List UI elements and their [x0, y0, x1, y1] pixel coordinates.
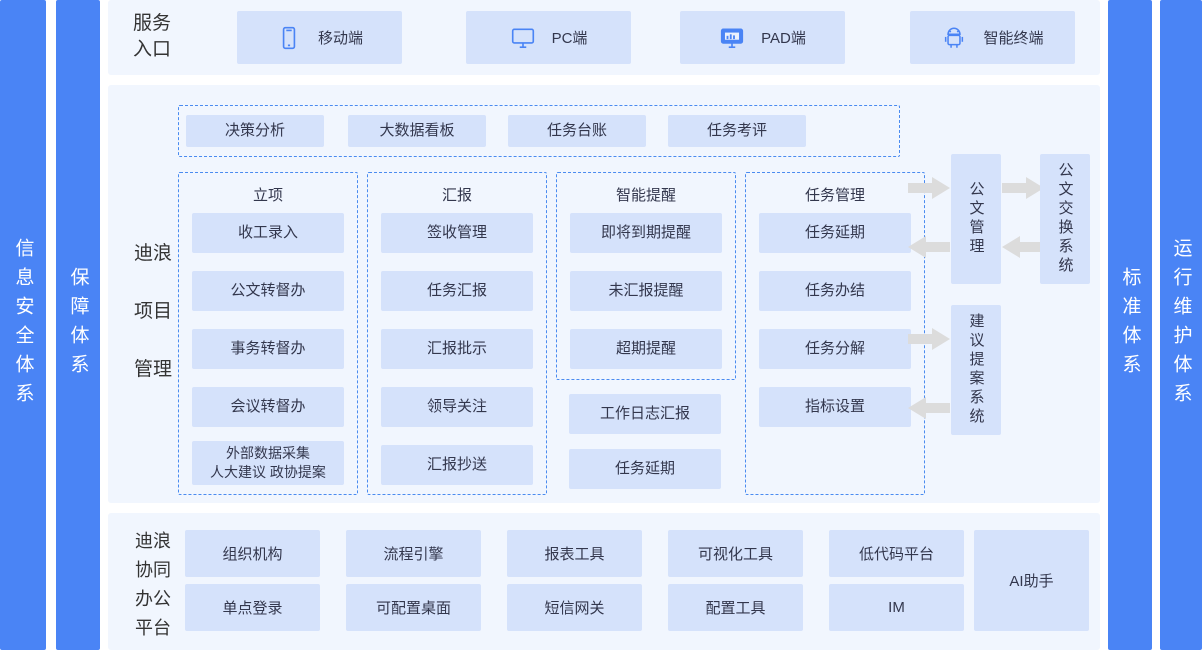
- column-item-outside[interactable]: 任务延期: [569, 449, 721, 489]
- service-entry-label: 服务 入口: [132, 13, 171, 60]
- column-item[interactable]: 任务分解: [759, 329, 911, 369]
- platform-chip[interactable]: 可视化工具: [668, 530, 803, 577]
- android-robot-icon: [941, 25, 967, 51]
- column-item[interactable]: 汇报抄送: [381, 445, 533, 485]
- analytics-chip-task-review[interactable]: 任务考评: [668, 115, 806, 147]
- service-card-label: PC端: [551, 30, 588, 47]
- column-head: 汇报: [441, 187, 472, 204]
- column-item[interactable]: 指标设置: [759, 387, 911, 427]
- column-smart-reminder: 智能提醒 即将到期提醒 未汇报提醒 超期提醒: [556, 172, 736, 380]
- column-item[interactable]: 超期提醒: [570, 329, 722, 369]
- platform-chip[interactable]: 可配置桌面: [346, 584, 481, 631]
- column-reporting: 汇报 签收管理 任务汇报 汇报批示 领导关注 汇报抄送: [367, 172, 547, 495]
- platform-chip[interactable]: 流程引擎: [346, 530, 481, 577]
- platform-label: 迪浪 协同 办公 平台: [135, 531, 171, 638]
- column-item[interactable]: 会议转督办: [192, 387, 344, 427]
- column-head: 任务管理: [804, 187, 865, 204]
- column-head: 立项: [252, 187, 283, 204]
- arrow-left-from-proposal-system: [908, 397, 950, 419]
- arrow-left-exchange-to-doc-mgmt: [1002, 236, 1044, 258]
- system-box-document-exchange[interactable]: 公文交换系统: [1040, 154, 1090, 284]
- collaborative-office-platform-panel: 迪浪 协同 办公 平台 组织机构 流程引擎 报表工具 可视化工具 低代码平台 单…: [108, 513, 1100, 650]
- analytics-chip-task-ledger[interactable]: 任务台账: [508, 115, 646, 147]
- sidebar-ops-maintenance-system: 运行维护体系: [1160, 0, 1202, 650]
- platform-chip[interactable]: 低代码平台: [829, 530, 964, 577]
- column-item[interactable]: 汇报批示: [381, 329, 533, 369]
- service-entry-panel: 服务 入口 移动端 PC端: [108, 0, 1100, 75]
- sidebar-guarantee-system: 保障体系: [56, 0, 100, 650]
- sidebar-standard-system: 标准体系: [1108, 0, 1152, 650]
- column-item[interactable]: 事务转督办: [192, 329, 344, 369]
- project-management-panel: 迪浪 项目 管理 决策分析 大数据看板 任务台账 任务考评 立项 收工录入 公文…: [108, 85, 1100, 503]
- column-item[interactable]: 外部数据采集 人大建议 政协提案: [192, 441, 344, 485]
- platform-chip[interactable]: 配置工具: [668, 584, 803, 631]
- column-project-initiation: 立项 收工录入 公文转督办 事务转督办 会议转督办 外部数据采集 人大建议 政协…: [178, 172, 358, 495]
- arrow-right-to-doc-mgmt: [908, 177, 950, 199]
- pad-chart-monitor-icon: [719, 25, 745, 51]
- column-head: 智能提醒: [615, 187, 676, 204]
- platform-chip[interactable]: 组织机构: [185, 530, 320, 577]
- service-card-label: 移动端: [317, 30, 363, 47]
- platform-chip-ai-assistant[interactable]: AI助手: [974, 530, 1089, 631]
- column-task-management: 任务管理 任务延期 任务办结 任务分解 指标设置: [745, 172, 925, 495]
- analytics-chip-bigdata[interactable]: 大数据看板: [348, 115, 486, 147]
- service-card-label: PAD端: [761, 30, 806, 47]
- column-item[interactable]: 未汇报提醒: [570, 271, 722, 311]
- arrow-right-to-proposal-system: [908, 328, 950, 350]
- column-item[interactable]: 任务办结: [759, 271, 911, 311]
- system-box-proposal-suggestion[interactable]: 建议提案系统: [951, 305, 1001, 435]
- column-item[interactable]: 任务汇报: [381, 271, 533, 311]
- column-item[interactable]: 即将到期提醒: [570, 213, 722, 253]
- service-card-label: 智能终端: [983, 30, 1044, 47]
- platform-chip[interactable]: 报表工具: [507, 530, 642, 577]
- column-item[interactable]: 任务延期: [759, 213, 911, 253]
- column-item[interactable]: 公文转督办: [192, 271, 344, 311]
- arrow-right-doc-mgmt-to-exchange: [1002, 177, 1044, 199]
- column-item[interactable]: 领导关注: [381, 387, 533, 427]
- sidebar-info-security-system: 信息安全体系: [0, 0, 46, 650]
- mobile-phone-icon: [276, 25, 302, 51]
- service-card-mobile[interactable]: 移动端: [237, 11, 402, 64]
- column-item-outside[interactable]: 工作日志汇报: [569, 394, 721, 434]
- service-card-smart-terminal[interactable]: 智能终端: [910, 11, 1075, 64]
- project-management-label: 迪浪 项目 管理: [133, 243, 172, 380]
- column-item[interactable]: 收工录入: [192, 213, 344, 253]
- service-card-pc[interactable]: PC端: [466, 11, 631, 64]
- system-box-document-management[interactable]: 公文管理: [951, 154, 1001, 284]
- analytics-chip-decision[interactable]: 决策分析: [186, 115, 324, 147]
- column-item[interactable]: 签收管理: [381, 213, 533, 253]
- platform-chip[interactable]: 短信网关: [507, 584, 642, 631]
- arrow-left-from-doc-mgmt: [908, 236, 950, 258]
- platform-chip[interactable]: 单点登录: [185, 584, 320, 631]
- platform-chip[interactable]: IM: [829, 584, 964, 631]
- service-card-pad[interactable]: PAD端: [680, 11, 845, 64]
- desktop-monitor-icon: [510, 25, 536, 51]
- analytics-dashed-group: [178, 105, 900, 157]
